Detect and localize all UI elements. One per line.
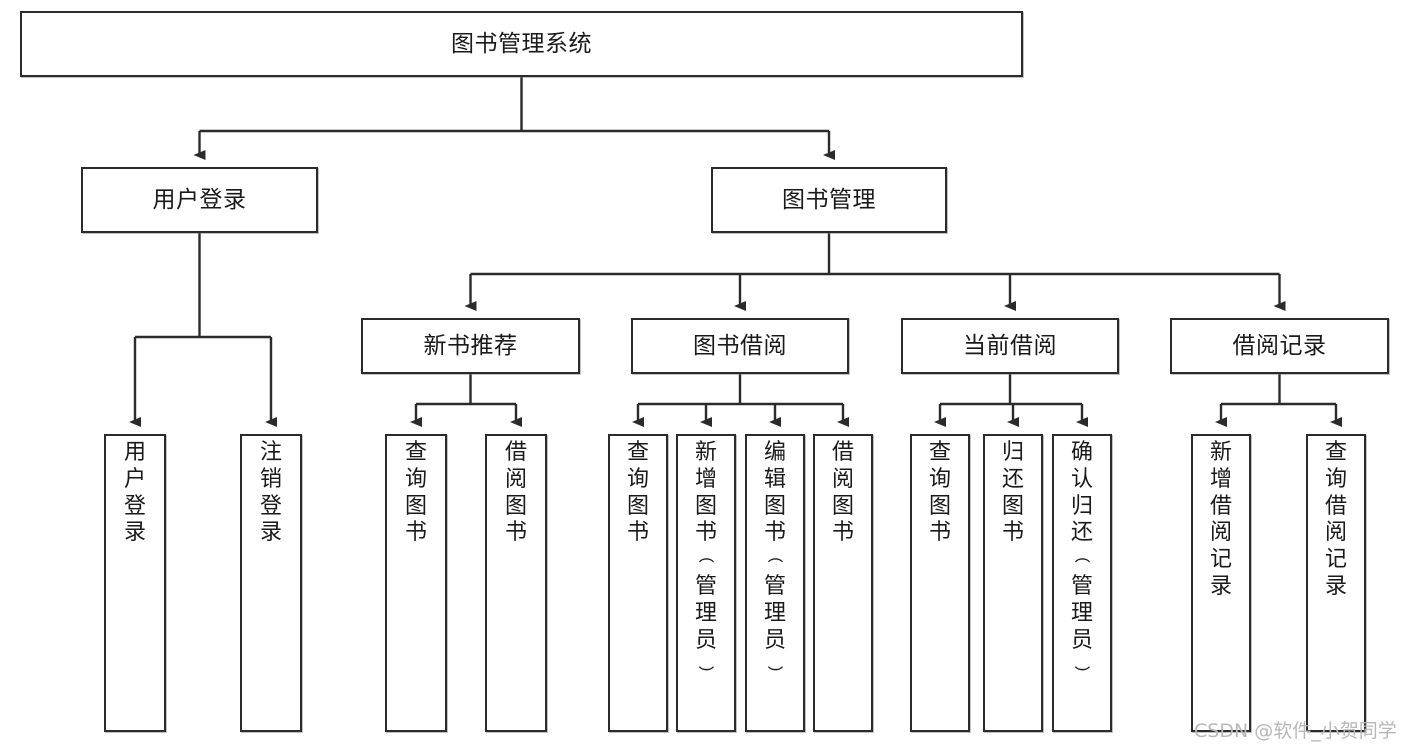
node-book-manage[interactable]: 图书管理 bbox=[711, 167, 947, 233]
node-leaf-return-book[interactable]: 归还图书 bbox=[983, 434, 1043, 732]
node-label: 借阅记录 bbox=[1232, 332, 1327, 359]
node-leaf-edit-book[interactable]: 编辑图书﹙管理员﹚ bbox=[745, 434, 805, 732]
node-label: 图书借阅 bbox=[693, 332, 787, 359]
node-user-login[interactable]: 用户登录 bbox=[81, 167, 318, 233]
node-borrow-record[interactable]: 借阅记录 bbox=[1170, 318, 1389, 374]
node-label: 确认归还﹙管理员﹚ bbox=[1070, 440, 1096, 680]
node-label: 图书管理系统 bbox=[451, 30, 592, 57]
node-current-borrow[interactable]: 当前借阅 bbox=[901, 318, 1119, 374]
node-label: 查询图书 bbox=[929, 440, 952, 546]
node-label: 编辑图书﹙管理员﹚ bbox=[763, 440, 789, 680]
node-label: 查询图书 bbox=[627, 440, 650, 546]
node-label: 新增借阅记录 bbox=[1210, 440, 1233, 600]
node-label: 当前借阅 bbox=[963, 332, 1057, 359]
node-leaf-query-book-1[interactable]: 查询图书 bbox=[385, 434, 447, 732]
node-leaf-borrow-book-1[interactable]: 借阅图书 bbox=[485, 434, 547, 732]
node-book-borrow[interactable]: 图书借阅 bbox=[631, 318, 849, 374]
node-label: 新增图书﹙管理员﹚ bbox=[694, 440, 720, 680]
node-leaf-confirm-return[interactable]: 确认归还﹙管理员﹚ bbox=[1052, 434, 1112, 732]
node-label: 用户登录 bbox=[124, 440, 147, 546]
node-label: 借阅图书 bbox=[832, 440, 855, 546]
node-leaf-add-record[interactable]: 新增借阅记录 bbox=[1191, 434, 1251, 732]
node-leaf-query-record[interactable]: 查询借阅记录 bbox=[1306, 434, 1366, 732]
node-leaf-borrow-book-2[interactable]: 借阅图书 bbox=[813, 434, 873, 732]
node-label: 归还图书 bbox=[1002, 440, 1025, 546]
node-label: 注销登录 bbox=[260, 440, 283, 546]
node-label: 图书管理 bbox=[782, 186, 876, 213]
node-label: 查询借阅记录 bbox=[1325, 440, 1348, 600]
node-leaf-query-book-3[interactable]: 查询图书 bbox=[910, 434, 970, 732]
node-new-book-rec[interactable]: 新书推荐 bbox=[361, 318, 580, 374]
node-root[interactable]: 图书管理系统 bbox=[20, 11, 1023, 77]
watermark: CSDN @软件_小贺同学 bbox=[1194, 720, 1397, 742]
node-leaf-add-book[interactable]: 新增图书﹙管理员﹚ bbox=[676, 434, 736, 732]
node-label: 用户登录 bbox=[152, 186, 247, 213]
node-label: 借阅图书 bbox=[505, 440, 528, 546]
node-leaf-logout[interactable]: 注销登录 bbox=[240, 434, 302, 732]
node-label: 新书推荐 bbox=[423, 332, 518, 359]
node-leaf-query-book-2[interactable]: 查询图书 bbox=[608, 434, 668, 732]
node-leaf-user-login[interactable]: 用户登录 bbox=[104, 434, 166, 732]
node-label: 查询图书 bbox=[405, 440, 428, 546]
